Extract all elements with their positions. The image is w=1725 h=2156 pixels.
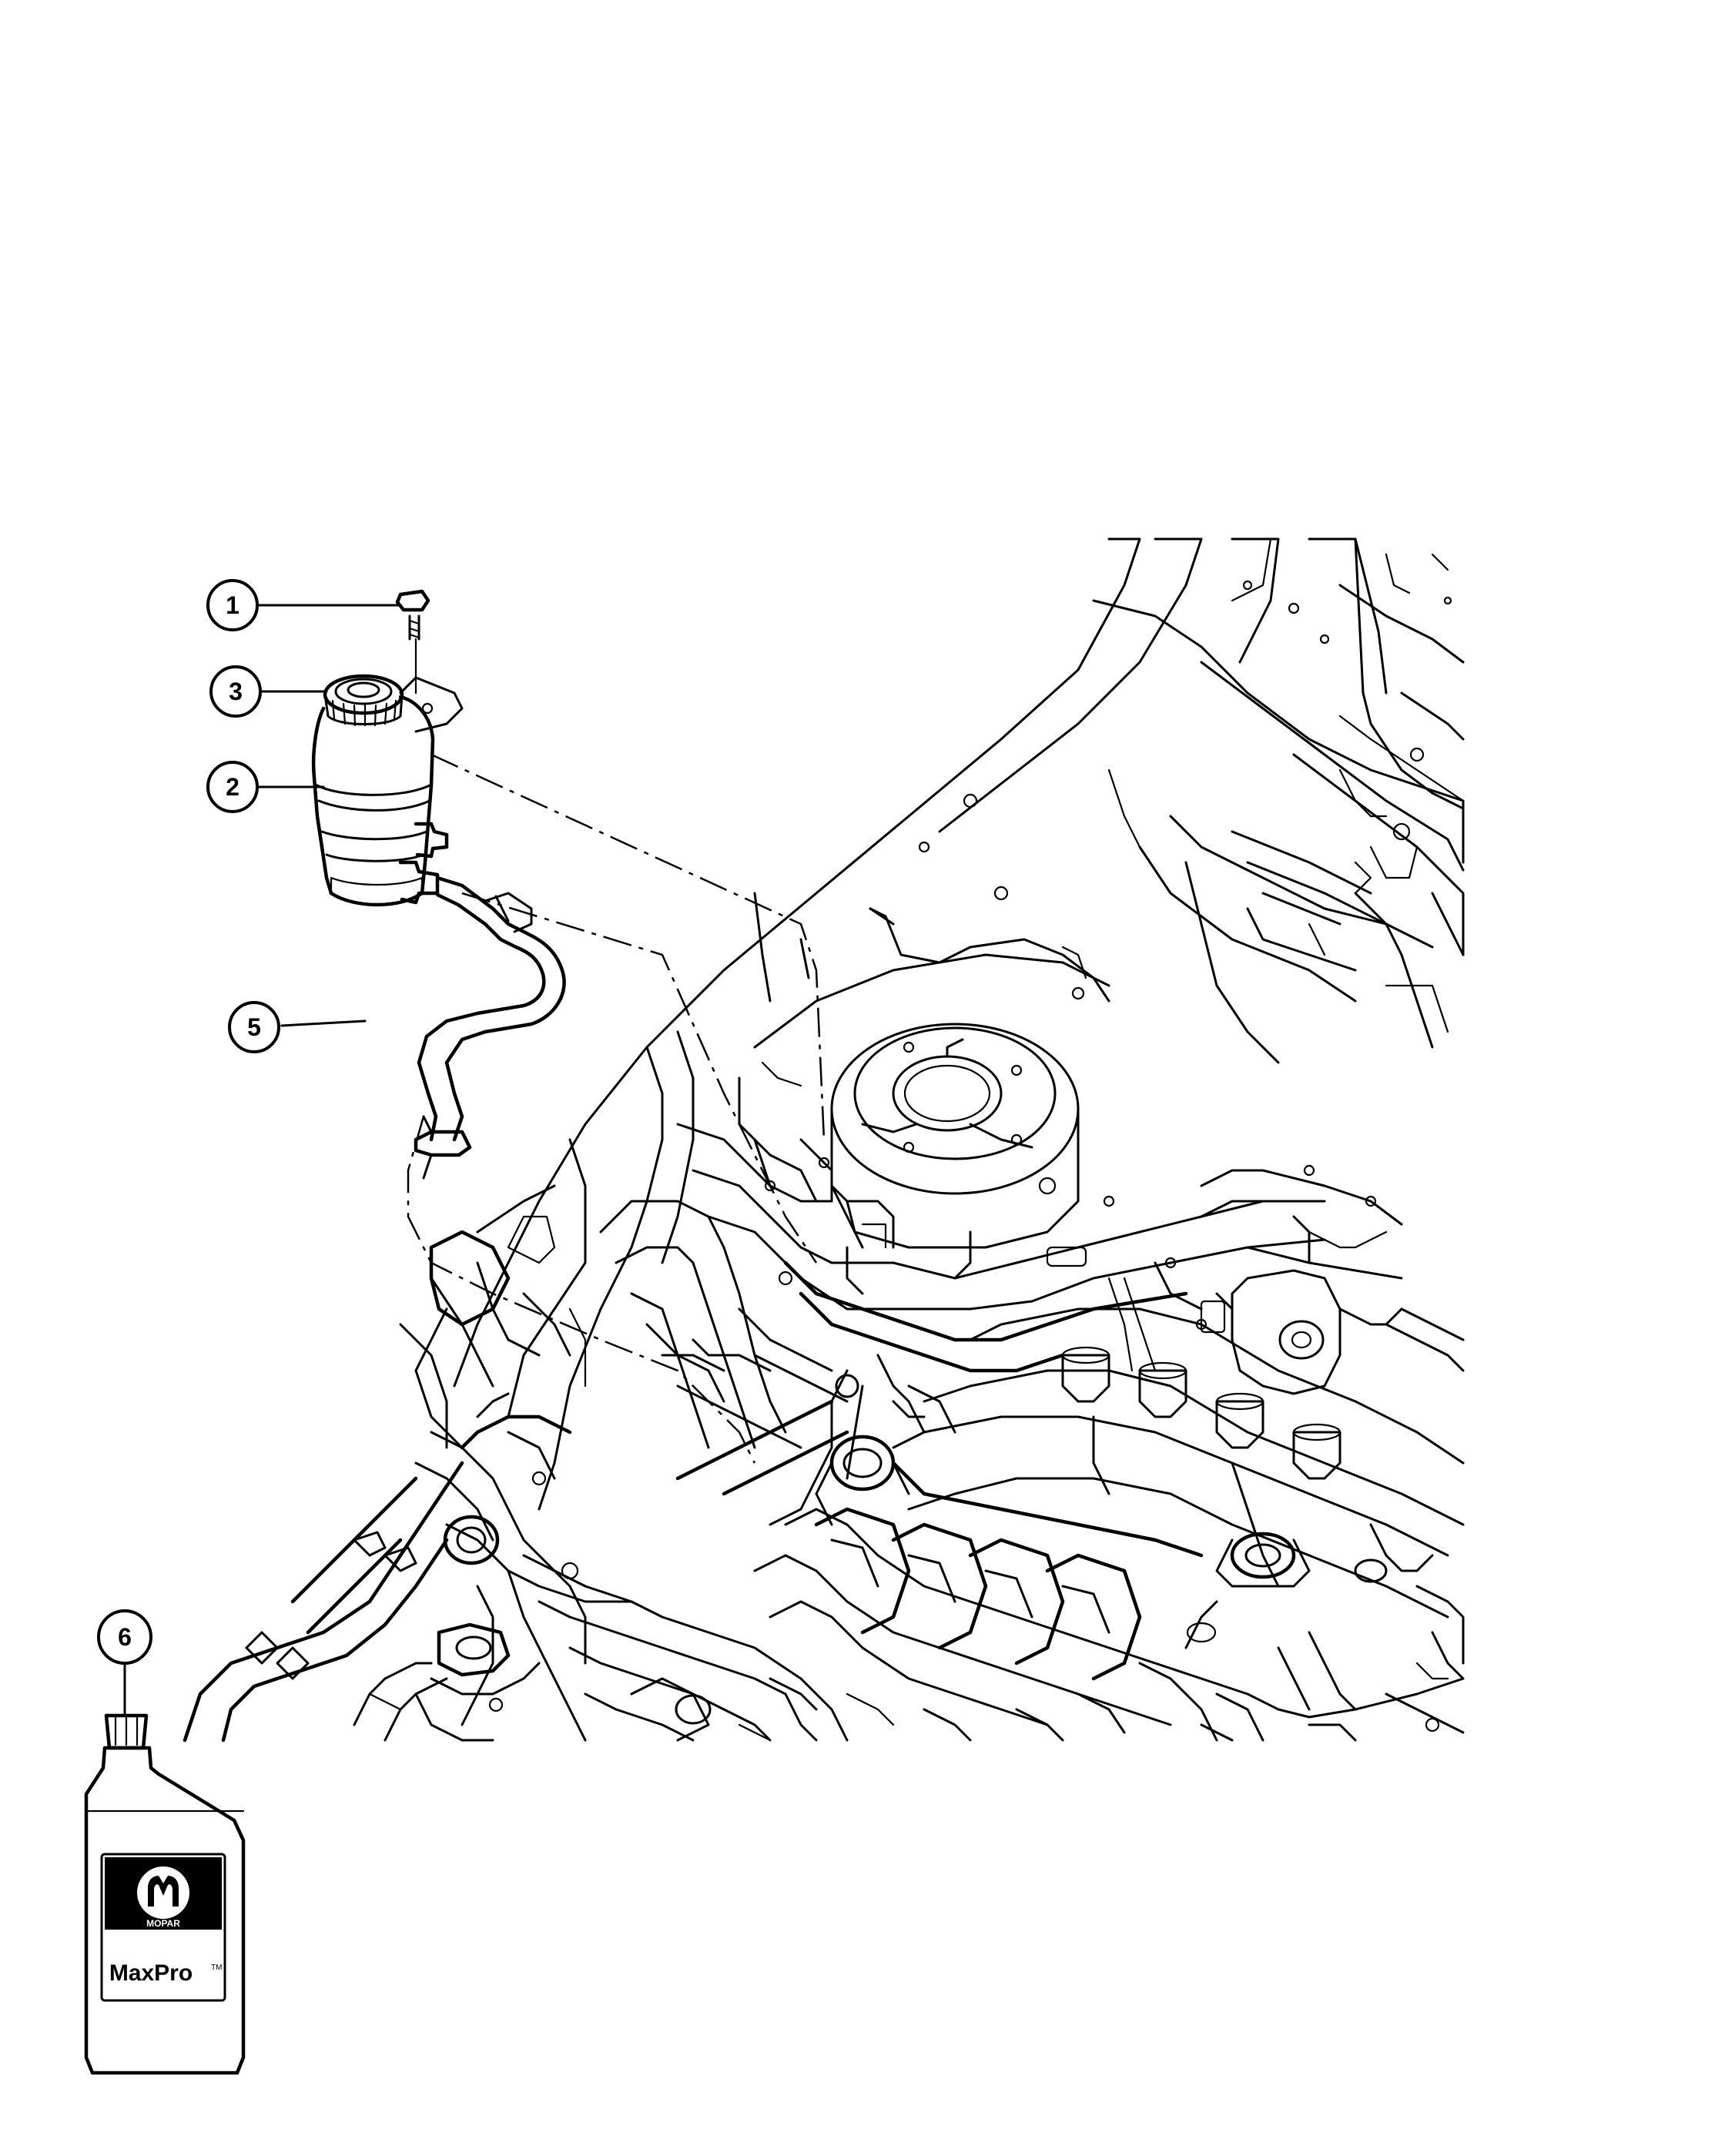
lower-right-details xyxy=(738,1631,1465,1742)
callout-3: 3 xyxy=(209,665,262,718)
reservoir-part xyxy=(311,638,464,907)
hoses-center xyxy=(675,1260,1188,1526)
callout-5: 5 xyxy=(228,1001,280,1053)
engine-head xyxy=(891,1307,1465,1665)
inner-fender xyxy=(399,892,810,1511)
lower-left-structure xyxy=(183,1392,849,1743)
bottle-product-text: MaxPro xyxy=(109,1960,193,1986)
callout-2: 2 xyxy=(206,761,259,813)
cowl-panel xyxy=(1338,537,1465,895)
callout-3-number: 3 xyxy=(229,678,243,705)
callout-5-number: 5 xyxy=(247,1013,261,1041)
callout-6: 6 xyxy=(97,1609,152,1665)
callout-6-number: 6 xyxy=(118,1623,132,1651)
bolt-part xyxy=(395,589,430,641)
fluid-bottle-part: MOPAR MaxPro TM xyxy=(84,1713,246,2075)
engine-mount xyxy=(1107,1261,1465,1395)
bottle-trademark-text: TM xyxy=(211,1964,222,1972)
callout-leaders xyxy=(123,604,402,1717)
bolt-details xyxy=(764,793,1377,1286)
strut-tower xyxy=(738,907,1110,1280)
fender-structure xyxy=(453,537,1465,1388)
intake-manifold xyxy=(753,1435,1465,1742)
engine-bay-illustration xyxy=(183,537,1465,1743)
hose-part xyxy=(414,875,566,1180)
callout-2-number: 2 xyxy=(226,773,239,801)
callout-1: 1 xyxy=(206,579,259,631)
airbox-left xyxy=(599,1200,849,1449)
dashed-leaders xyxy=(407,753,826,1464)
callout-1-number: 1 xyxy=(226,591,239,619)
bottle-brand-text: MOPAR xyxy=(146,1918,180,1929)
